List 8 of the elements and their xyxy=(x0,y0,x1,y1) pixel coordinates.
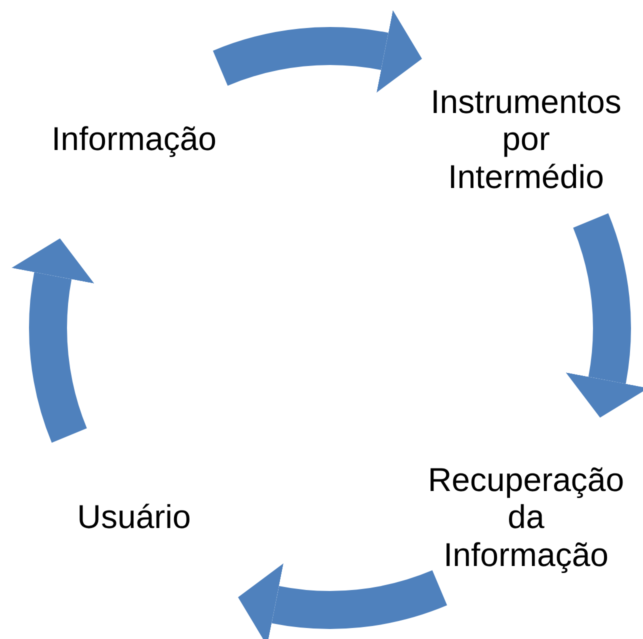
node-label: Instrumentos por Intermédio xyxy=(430,83,622,195)
curved-arrow xyxy=(238,563,446,639)
node-label: Recuperação da Informação xyxy=(426,461,626,573)
curved-arrow xyxy=(565,214,643,418)
node-label: Usuário xyxy=(76,498,192,536)
curved-arrow xyxy=(214,10,422,93)
curved-arrow xyxy=(11,238,95,442)
node-label: Informação xyxy=(50,120,218,158)
